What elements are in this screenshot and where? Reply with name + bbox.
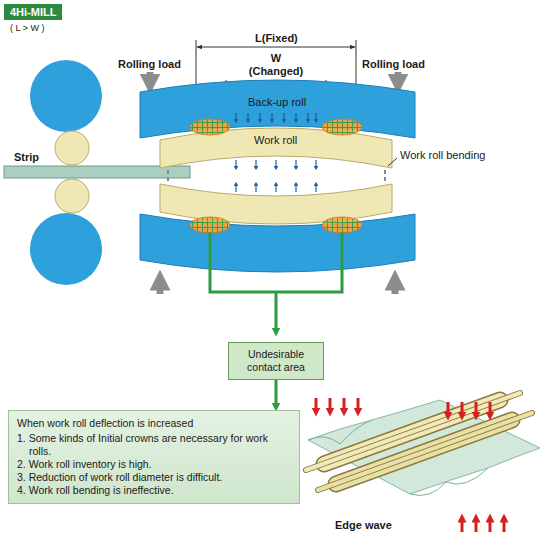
part-name: Back-up roll bbox=[248, 96, 306, 109]
dimension-label: L(Fixed) bbox=[255, 32, 298, 45]
note-heading: When work roll deflection is increased bbox=[17, 417, 291, 430]
load-label: Rolling load bbox=[118, 58, 181, 71]
part-name: Work roll bbox=[254, 134, 297, 147]
note-item: 4. Work roll bending is ineffective. bbox=[17, 484, 291, 497]
node-text: 4Hi-MILL bbox=[10, 6, 56, 18]
note-box: When work roll deflection is increased 1.… bbox=[8, 410, 300, 504]
condition-note: ( L > W ) bbox=[10, 22, 44, 35]
title-tag: 4Hi-MILL bbox=[4, 4, 62, 20]
part-name: Strip bbox=[14, 151, 39, 164]
flow-arrow bbox=[275, 380, 278, 407]
node-text: Undesirable contact area bbox=[233, 348, 319, 374]
dimension-label: W (Changed) bbox=[243, 52, 309, 78]
load-label: Rolling load bbox=[362, 58, 425, 71]
process-box: Undesirable contact area bbox=[228, 342, 324, 380]
note-item: 3. Reduction of work roll diameter is di… bbox=[17, 471, 291, 484]
note-item: 2. Work roll inventory is high. bbox=[17, 458, 291, 471]
part-name: Work roll bending bbox=[400, 149, 485, 162]
part-name: Edge wave bbox=[335, 519, 392, 532]
note-item: 1. Some kinds of Initial crowns are nece… bbox=[17, 432, 291, 458]
